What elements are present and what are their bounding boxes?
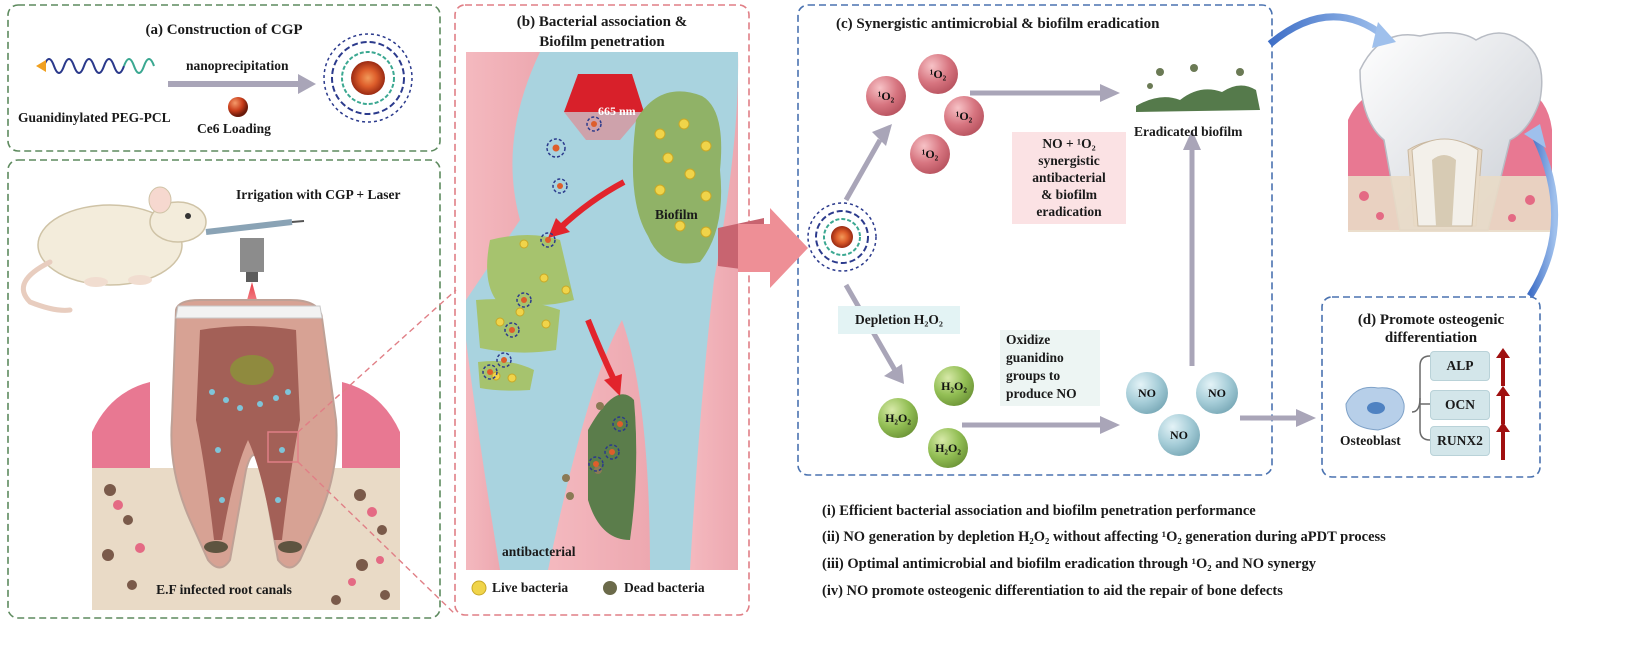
legend-live-label: Live bacteria (492, 580, 569, 595)
marker-alp: ALP (1430, 351, 1490, 381)
panel-a-frame (7, 4, 441, 152)
ce6-ball-icon (228, 97, 248, 117)
antibacterial-label: antibacterial (502, 544, 576, 559)
eradicated-biofilm-label: Eradicated biofilm (1134, 124, 1243, 139)
no-sphere: NO (1196, 372, 1238, 414)
polymer-label: Guanidinylated PEG-PCL (18, 110, 171, 125)
panel-d-title-line1: (d) Promote osteogenic (1357, 312, 1505, 328)
panel-b-title-line1: (b) Bacterial association & (516, 14, 688, 30)
marker-runx2: RUNX2 (1430, 426, 1490, 456)
finding-3: (iii) Optimal antimicrobial and biofilm … (822, 556, 1316, 572)
live-bacteria-icon (471, 580, 487, 596)
panel-d-frame (1321, 296, 1541, 478)
legend-dead-label: Dead bacteria (624, 580, 705, 595)
singlet-oxygen-sphere: ¹O₂ (918, 54, 958, 94)
oxidize-box: Oxidize guanidino groups to produce NO (1000, 330, 1100, 406)
h2o2-sphere: H₂O₂ (878, 398, 918, 438)
panel-a-title: (a) Construction of CGP (145, 22, 303, 38)
canal-nanoparticles (482, 116, 628, 472)
bracket-lines (1411, 355, 1431, 413)
biofilm-label: Biofilm (655, 207, 698, 222)
curve-arrow-top (1267, 13, 1387, 47)
singlet-oxygen-sphere: ¹O₂ (910, 134, 950, 174)
finding-2: (ii) NO generation by depletion H₂O₂ wit… (822, 529, 1386, 545)
zoom-line-top (297, 289, 457, 433)
osteoblast-icon (1345, 386, 1405, 431)
finding-4: (iv) NO promote osteogenic differentiati… (822, 583, 1283, 599)
marker-ocn: OCN (1430, 390, 1490, 420)
osteoblast-label: Osteoblast (1340, 433, 1401, 448)
panel-b-title-line2: Biofilm penetration (539, 34, 665, 50)
h2o2-sphere: H₂O₂ (934, 366, 974, 406)
depletion-box: Depletion H₂O₂ (838, 306, 960, 334)
finding-1: (i) Efficient bacterial association and … (822, 503, 1256, 519)
ce6-loading-label: Ce6 Loading (197, 121, 271, 136)
polymer-chain-icon (36, 58, 155, 74)
eradicated-biofilm-icon (1136, 64, 1260, 112)
infected-tooth-icon (92, 299, 400, 610)
h2o2-sphere: H₂O₂ (928, 428, 968, 468)
laser-wavelength-label: 665 nm (598, 104, 636, 118)
panel-d-title-line2: differentiation (1384, 330, 1478, 346)
synergy-box: NO + ¹O₂ synergistic antibacterial & bio… (1012, 132, 1126, 224)
cgp-nanoparticle-icon (323, 33, 413, 123)
dead-bacteria-icon (603, 581, 617, 595)
syringe-icon (205, 219, 305, 235)
singlet-oxygen-sphere: ¹O₂ (866, 76, 906, 116)
up-arrow-icon (1496, 348, 1510, 386)
laser-head-icon (240, 238, 264, 272)
panel-c-title: (c) Synergistic antimicrobial & biofilm … (836, 16, 1160, 32)
up-arrow-icon (1496, 422, 1510, 460)
rat-icon (20, 186, 207, 313)
healthy-tooth-icon (1348, 32, 1552, 232)
treatment-label: Irrigation with CGP + Laser (236, 187, 401, 202)
zoom-line-bottom (297, 461, 457, 616)
transition-arrow (718, 208, 808, 288)
root-canal-zoom (466, 52, 739, 570)
canal-label: E.F infected root canals (156, 582, 292, 597)
panel-b-frame (454, 4, 750, 616)
singlet-oxygen-sphere: ¹O₂ (944, 96, 984, 136)
curve-arrow-right (1527, 136, 1558, 298)
cgp-center-nanoparticle (807, 202, 877, 272)
nanoprecipitation-label: nanoprecipitation (186, 58, 289, 73)
up-arrow-icon (1496, 386, 1510, 424)
no-sphere: NO (1158, 414, 1200, 456)
no-sphere: NO (1126, 372, 1168, 414)
